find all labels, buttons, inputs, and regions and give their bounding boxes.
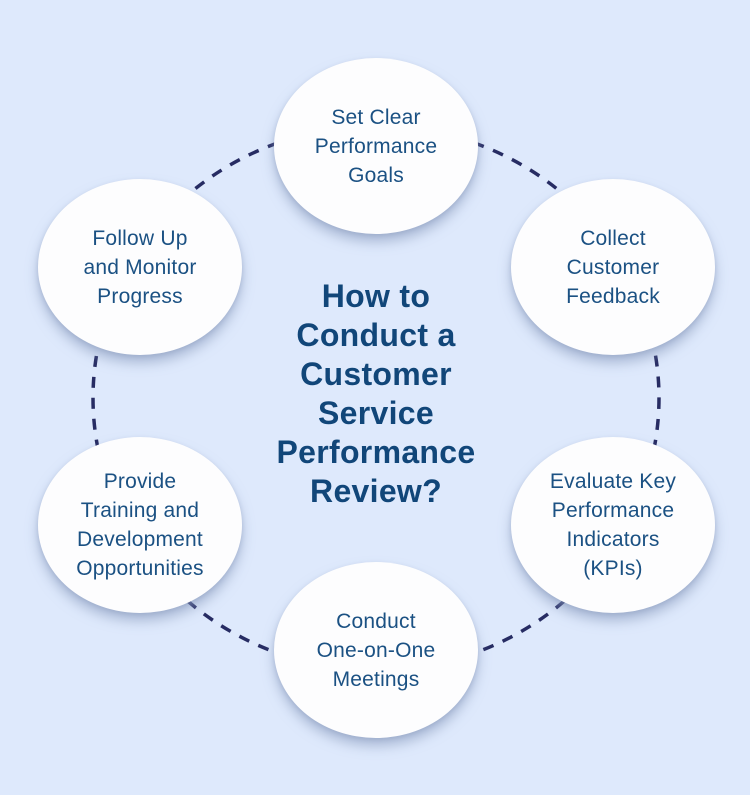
- step-label: Set Clear Performance Goals: [314, 105, 438, 187]
- step-set-clear-performance-goals: Set Clear Performance Goals: [274, 58, 478, 234]
- step-label: Follow Up and Monitor Progress: [83, 226, 197, 308]
- step-conduct-one-on-one-meetings: Conduct One-on-One Meetings: [274, 562, 478, 738]
- step-collect-customer-feedback: Collect Customer Feedback: [511, 179, 715, 355]
- diagram-title: How to Conduct a Customer Service Perfor…: [276, 278, 476, 509]
- step-label: Collect Customer Feedback: [566, 226, 660, 308]
- step-evaluate-key-performance-indicators: Evaluate Key Performance Indicators (KPI…: [511, 437, 715, 613]
- step-label: Evaluate Key Performance Indicators (KPI…: [549, 470, 677, 580]
- step-provide-training-and-development: Provide Training and Development Opportu…: [38, 437, 242, 613]
- step-follow-up-and-monitor-progress: Follow Up and Monitor Progress: [38, 179, 242, 355]
- step-label: Conduct One-on-One Meetings: [316, 609, 436, 691]
- step-label: Provide Training and Development Opportu…: [76, 470, 204, 580]
